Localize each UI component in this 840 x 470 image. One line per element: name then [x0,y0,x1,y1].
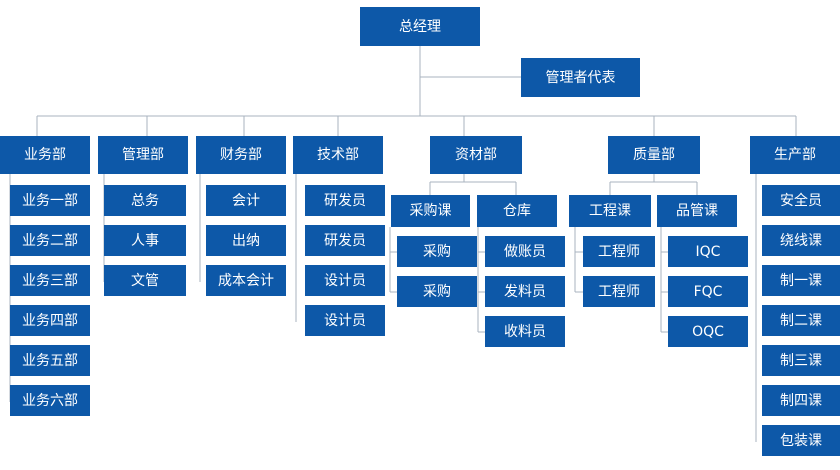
node-production-item: 制三课 [762,345,840,376]
node-warehouse-item: 做账员 [485,236,565,267]
dept-admin: 管理部 [98,136,188,174]
node-qc-section: 品管课 [657,195,737,227]
node-finance-item: 成本会计 [206,265,286,296]
dept-quality: 质量部 [608,136,700,174]
node-engineering-section: 工程课 [569,195,651,227]
node-engineering-item: 工程师 [583,236,655,267]
node-sales-item: 业务三部 [10,265,90,296]
node-admin-item: 文管 [104,265,186,296]
node-management-representative: 管理者代表 [521,58,640,97]
node-sales-item: 业务六部 [10,385,90,416]
node-sales-item: 业务四部 [10,305,90,336]
node-tech-item: 研发员 [305,185,385,216]
node-engineering-item: 工程师 [583,276,655,307]
node-purchasing-item: 采购 [397,236,477,267]
node-finance-item: 出纳 [206,225,286,256]
node-production-item: 制二课 [762,305,840,336]
node-warehouse-section: 仓库 [477,195,557,227]
node-sales-item: 业务二部 [10,225,90,256]
node-admin-item: 总务 [104,185,186,216]
node-tech-item: 设计员 [305,305,385,336]
node-qc-item: FQC [668,276,748,307]
node-warehouse-item: 发料员 [485,276,565,307]
node-sales-item: 业务五部 [10,345,90,376]
dept-materials: 资材部 [430,136,522,174]
node-tech-item: 设计员 [305,265,385,296]
node-finance-item: 会计 [206,185,286,216]
node-production-item: 制四课 [762,385,840,416]
node-tech-item: 研发员 [305,225,385,256]
node-qc-item: IQC [668,236,748,267]
node-production-item: 包装课 [762,425,840,456]
node-qc-item: OQC [668,316,748,347]
node-purchasing-section: 采购课 [391,195,470,227]
dept-technology: 技术部 [293,136,383,174]
dept-production: 生产部 [750,136,840,174]
node-admin-item: 人事 [104,225,186,256]
dept-sales: 业务部 [0,136,90,174]
node-production-item: 绕线课 [762,225,840,256]
node-purchasing-item: 采购 [397,276,477,307]
node-sales-item: 业务一部 [10,185,90,216]
node-ceo: 总经理 [360,7,480,46]
node-production-item: 制一课 [762,265,840,296]
dept-finance: 财务部 [196,136,286,174]
node-warehouse-item: 收料员 [485,316,565,347]
node-production-item: 安全员 [762,185,840,216]
